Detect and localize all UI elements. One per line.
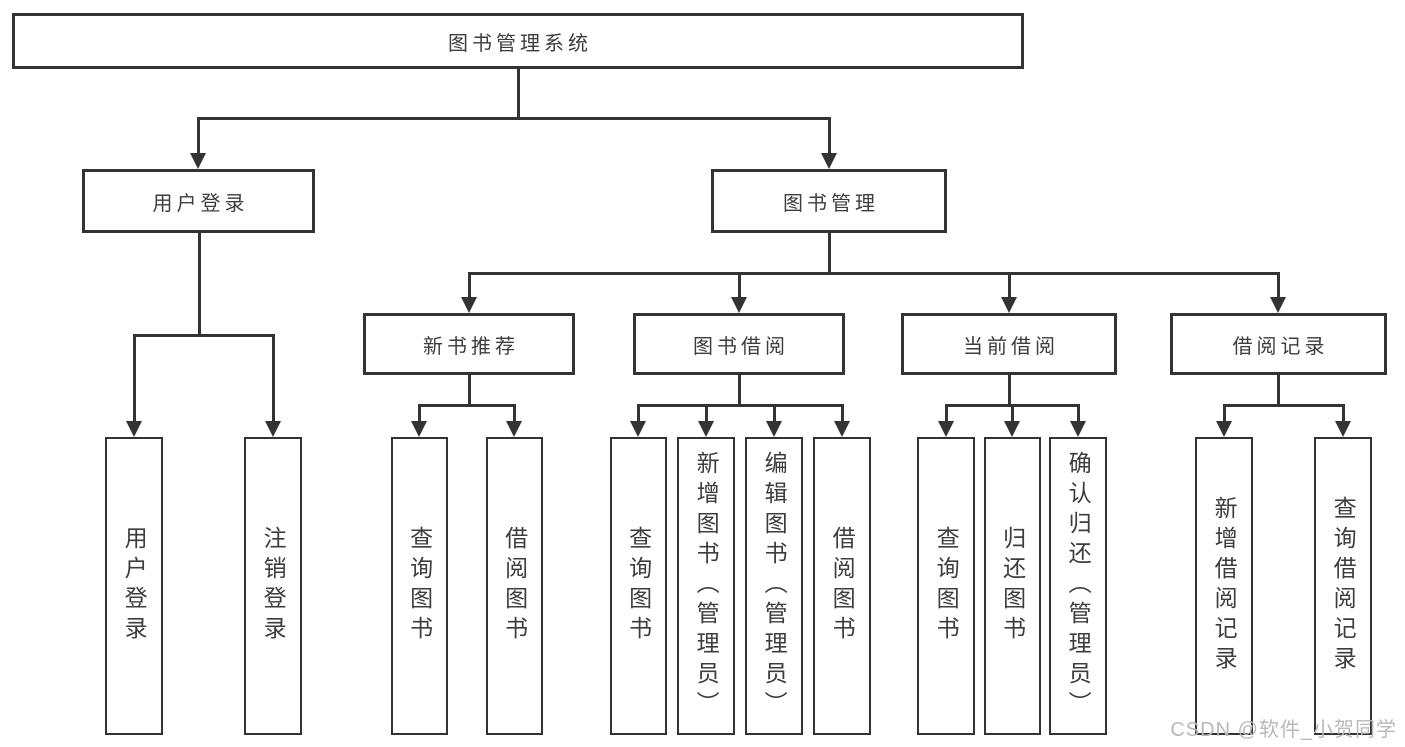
arrow-down-icon bbox=[1001, 297, 1017, 313]
connector-line bbox=[773, 404, 776, 423]
node-label: 当前借阅 bbox=[963, 335, 1059, 358]
connector-line bbox=[738, 375, 741, 406]
arrow-down-icon bbox=[1070, 421, 1086, 437]
connector-line bbox=[1077, 404, 1080, 423]
connector-line bbox=[637, 404, 640, 423]
node-book-management: 图书管理 bbox=[711, 169, 947, 233]
arrow-down-icon bbox=[506, 421, 522, 437]
connector-line bbox=[517, 69, 520, 118]
node-label: 借阅记录 bbox=[1232, 335, 1329, 358]
connector-line bbox=[1008, 272, 1011, 299]
leaf-label: 确认归还（管理员） bbox=[1065, 451, 1092, 721]
connector-line bbox=[828, 117, 831, 155]
leaf-label: 借阅图书 bbox=[829, 526, 856, 646]
arrow-down-icon bbox=[731, 297, 747, 313]
arrow-down-icon bbox=[834, 421, 850, 437]
arrow-down-icon bbox=[1270, 297, 1286, 313]
node-current-borrow: 当前借阅 bbox=[901, 313, 1117, 375]
arrow-down-icon bbox=[698, 421, 714, 437]
connector-line bbox=[197, 117, 831, 120]
connector-line bbox=[738, 272, 741, 299]
leaf-label: 编辑图书（管理员） bbox=[761, 451, 788, 721]
node-borrow-record: 借阅记录 bbox=[1170, 313, 1387, 375]
leaf-label: 归还图书 bbox=[999, 526, 1026, 646]
arrow-down-icon bbox=[630, 421, 646, 437]
arrow-down-icon bbox=[1335, 421, 1351, 437]
node-root: 图书管理系统 bbox=[12, 13, 1024, 69]
leaf-label: 借阅图书 bbox=[501, 526, 528, 646]
connector-line bbox=[513, 404, 516, 423]
connector-line bbox=[1277, 375, 1280, 406]
arrow-down-icon bbox=[461, 297, 477, 313]
connector-line bbox=[198, 233, 201, 336]
arrow-down-icon bbox=[1216, 421, 1232, 437]
leaf-cb-return-book: 归还图书 bbox=[984, 437, 1041, 735]
connector-line bbox=[841, 404, 844, 423]
leaf-label: 用户登录 bbox=[121, 526, 148, 646]
leaf-bb-add-book-admin: 新增图书（管理员） bbox=[677, 437, 735, 735]
arrow-down-icon bbox=[190, 153, 206, 169]
leaf-cb-confirm-return-admin: 确认归还（管理员） bbox=[1049, 437, 1107, 735]
leaf-bb-borrow-book: 借阅图书 bbox=[813, 437, 871, 735]
connector-line bbox=[468, 272, 1279, 275]
node-label: 图书管理 bbox=[783, 192, 879, 215]
node-label: 新书推荐 bbox=[423, 335, 519, 358]
node-book-borrow: 图书借阅 bbox=[633, 313, 845, 375]
connector-line bbox=[1223, 404, 1344, 407]
arrow-down-icon bbox=[126, 421, 142, 437]
connector-line bbox=[418, 404, 516, 407]
connector-line bbox=[418, 404, 421, 423]
arrow-down-icon bbox=[411, 421, 427, 437]
connector-line bbox=[272, 334, 275, 422]
leaf-nbr-query-book: 查询图书 bbox=[391, 437, 448, 735]
node-label: 图书借阅 bbox=[693, 335, 789, 358]
connector-line bbox=[468, 375, 471, 406]
connector-line bbox=[1342, 404, 1345, 423]
leaf-cb-query-book: 查询图书 bbox=[917, 437, 975, 735]
connector-line bbox=[637, 404, 842, 407]
leaf-bb-query-book: 查询图书 bbox=[610, 437, 667, 735]
leaf-label: 查询图书 bbox=[625, 526, 652, 646]
arrow-down-icon bbox=[1004, 421, 1020, 437]
node-new-book-recommend: 新书推荐 bbox=[363, 313, 575, 375]
leaf-bb-edit-book-admin: 编辑图书（管理员） bbox=[745, 437, 803, 735]
connector-line bbox=[1011, 404, 1014, 423]
connector-line bbox=[945, 404, 948, 423]
connector-line bbox=[133, 334, 136, 422]
node-label: 用户登录 bbox=[152, 192, 249, 215]
arrow-down-icon bbox=[938, 421, 954, 437]
leaf-label: 查询图书 bbox=[933, 526, 960, 646]
leaf-label: 注销登录 bbox=[260, 526, 287, 646]
node-label: 图书管理系统 bbox=[448, 32, 592, 55]
connector-line bbox=[1008, 375, 1011, 406]
node-user-login: 用户登录 bbox=[82, 169, 315, 233]
connector-line bbox=[828, 233, 831, 274]
leaf-user-login: 用户登录 bbox=[105, 437, 163, 735]
connector-line bbox=[468, 272, 471, 299]
arrow-down-icon bbox=[265, 421, 281, 437]
connector-line bbox=[705, 404, 708, 423]
connector-line bbox=[1277, 272, 1280, 299]
leaf-br-query-record: 查询借阅记录 bbox=[1314, 437, 1372, 735]
connector-line bbox=[133, 334, 274, 337]
connector-line bbox=[1223, 404, 1226, 423]
leaf-br-add-record: 新增借阅记录 bbox=[1195, 437, 1253, 735]
leaf-label: 查询借阅记录 bbox=[1330, 496, 1357, 676]
leaf-label: 新增借阅记录 bbox=[1211, 496, 1238, 676]
watermark-text: CSDN @软件_小贺同学 bbox=[1170, 719, 1397, 741]
arrow-down-icon bbox=[821, 153, 837, 169]
leaf-label: 查询图书 bbox=[406, 526, 433, 646]
leaf-label: 新增图书（管理员） bbox=[693, 451, 720, 721]
arrow-down-icon bbox=[766, 421, 782, 437]
leaf-logout: 注销登录 bbox=[244, 437, 302, 735]
connector-line bbox=[197, 117, 200, 155]
leaf-nbr-borrow-book: 借阅图书 bbox=[486, 437, 543, 735]
